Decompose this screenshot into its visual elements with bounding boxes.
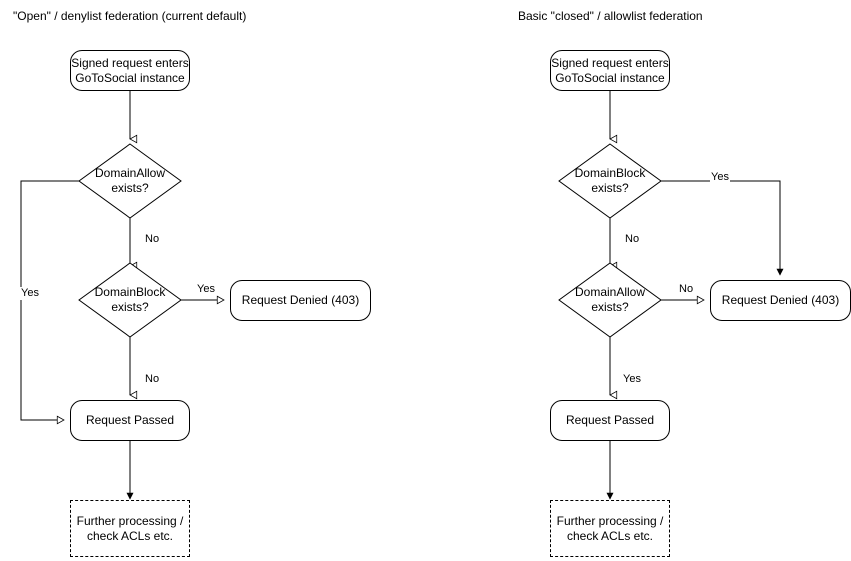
edge-label-allow-no-right: No <box>678 283 695 296</box>
node-request-passed-right[interactable]: Request Passed <box>550 400 670 441</box>
node-request-passed-left[interactable]: Request Passed <box>70 400 190 441</box>
node-request-denied-left-label: Request Denied (403) <box>241 293 360 307</box>
edge-label-block-no-right: No <box>624 233 641 246</box>
edge-label-allow-yes-right: Yes <box>622 373 642 386</box>
node-entry-left[interactable]: Signed request enters GoToSocial instanc… <box>70 50 190 91</box>
node-request-passed-right-label: Request Passed <box>565 413 655 427</box>
edge-label-allow-yes-left: Yes <box>20 287 40 300</box>
edge-allow-yes-left <box>20 180 79 425</box>
edge-label-allow-no-left: No <box>144 233 161 246</box>
decision-domainallow-right-label: DomainAllow exists? <box>574 285 646 314</box>
node-further-processing-right-label: Further processing / check ACLs etc. <box>556 513 664 543</box>
node-further-processing-left[interactable]: Further processing / check ACLs etc. <box>70 500 190 557</box>
node-entry-right[interactable]: Signed request enters GoToSocial instanc… <box>550 50 670 91</box>
edge-label-block-yes-left: Yes <box>196 283 216 296</box>
node-request-denied-left[interactable]: Request Denied (403) <box>230 280 371 321</box>
decision-domainallow-left-label: DomainAllow exists? <box>94 166 166 195</box>
node-request-denied-right-label: Request Denied (403) <box>721 293 840 307</box>
decision-domainblock-left-label: DomainBlock exists? <box>94 285 166 314</box>
decision-domainblock-right-label: DomainBlock exists? <box>574 166 646 195</box>
node-further-processing-right[interactable]: Further processing / check ACLs etc. <box>550 500 670 557</box>
node-further-processing-left-label: Further processing / check ACLs etc. <box>76 513 184 543</box>
edge-label-block-yes-right: Yes <box>710 171 730 184</box>
node-request-denied-right[interactable]: Request Denied (403) <box>710 280 851 321</box>
node-request-passed-left-label: Request Passed <box>85 413 175 427</box>
diagram-title-closed-allowlist: Basic "closed" / allowlist federation <box>518 9 703 23</box>
edge-block-yes-right <box>661 180 784 276</box>
edge-label-block-no-left: No <box>144 373 161 386</box>
node-entry-right-label: Signed request enters GoToSocial instanc… <box>551 55 669 85</box>
diagram-title-open-denylist: "Open" / denylist federation (current de… <box>13 9 247 23</box>
node-entry-left-label: Signed request enters GoToSocial instanc… <box>71 55 189 85</box>
